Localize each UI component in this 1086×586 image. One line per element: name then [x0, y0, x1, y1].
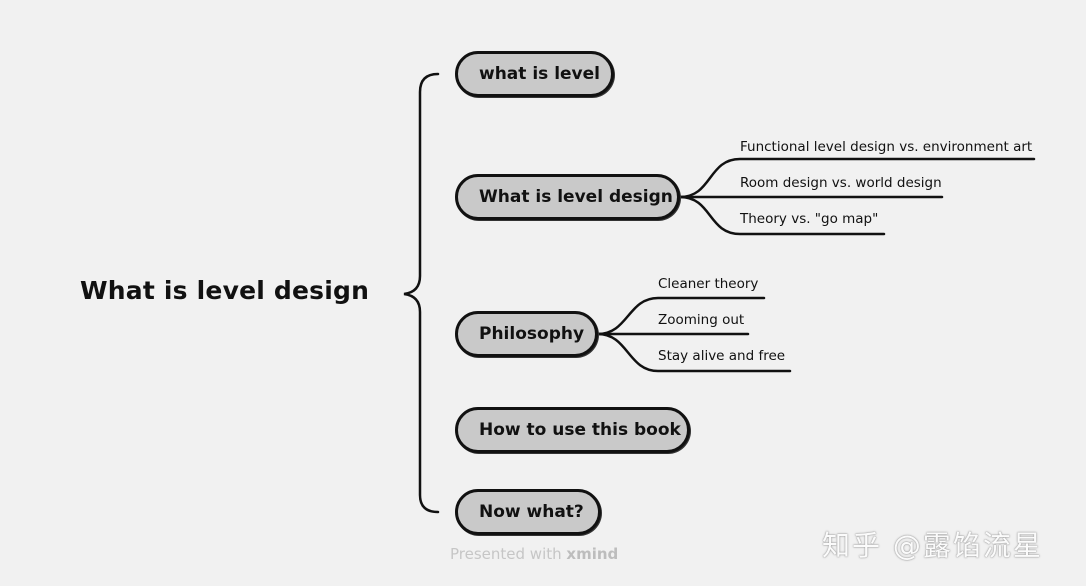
root-brace: [403, 72, 440, 514]
subtopic-stay-alive-and-free[interactable]: Stay alive and free: [658, 348, 786, 364]
topic-what-is-level-design[interactable]: What is level design: [455, 174, 680, 220]
subtopic-functional-vs-environment[interactable]: Functional level design vs. environment …: [740, 139, 1033, 155]
subtopic-zooming-out[interactable]: Zooming out: [658, 312, 745, 328]
presented-with-footer: Presented with xmind: [450, 545, 618, 563]
subtopic-theory-vs-go-map[interactable]: Theory vs. "go map": [740, 211, 879, 227]
topic-now-what[interactable]: Now what?: [455, 489, 601, 535]
xmind-logo: xmind: [566, 545, 619, 563]
topic-philosophy[interactable]: Philosophy: [455, 311, 598, 357]
subtopic-room-vs-world[interactable]: Room design vs. world design: [740, 175, 942, 191]
root-topic[interactable]: What is level design: [80, 276, 370, 305]
branch-line: [596, 332, 792, 373]
topic-how-to-use-this-book[interactable]: How to use this book: [455, 407, 690, 453]
zhihu-watermark: 知乎 @露馅流星: [822, 529, 1043, 562]
subtopic-cleaner-theory[interactable]: Cleaner theory: [658, 276, 759, 292]
branch-line: [678, 157, 1036, 199]
footer-prefix: Presented with: [450, 545, 562, 563]
branch-line: [678, 195, 886, 236]
branch-line: [596, 296, 766, 336]
topic-what-is-level[interactable]: what is level: [455, 51, 614, 97]
